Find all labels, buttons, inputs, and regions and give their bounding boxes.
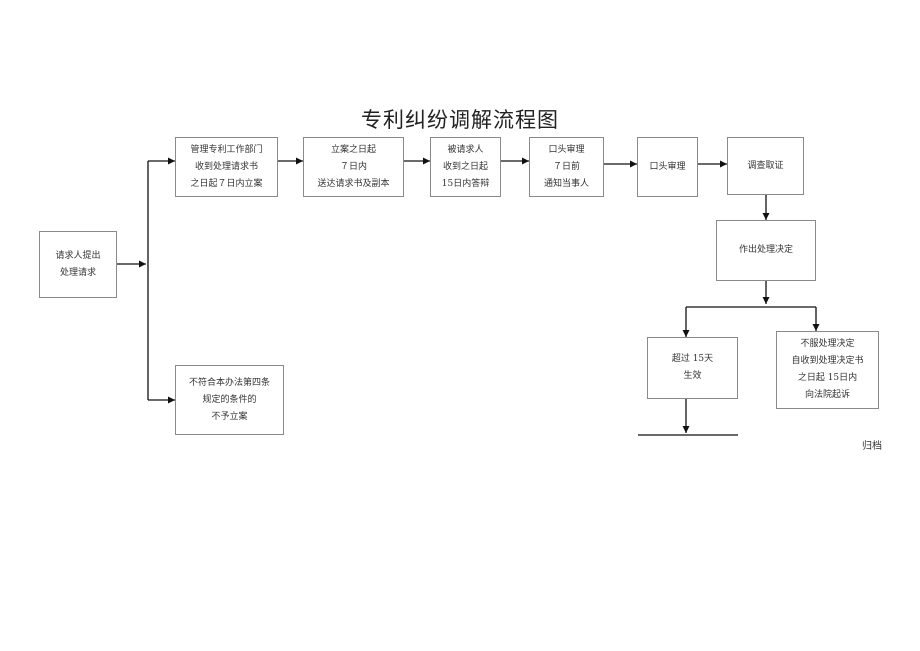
node-text: 请求人提出 bbox=[55, 250, 101, 261]
node-text: 15日内答辩 bbox=[441, 178, 490, 189]
node-text: 收到处理请求书 bbox=[194, 161, 258, 172]
node-text: 之日起７日内立案 bbox=[190, 178, 263, 189]
node-text: 送达请求书及副本 bbox=[317, 178, 390, 189]
node-text: 向法院起诉 bbox=[804, 390, 850, 400]
node-text: 通知当事人 bbox=[543, 178, 589, 189]
node-filing: 立案之日起 ７日内 送达请求书及副本 bbox=[303, 137, 404, 197]
node-text: ７日前 bbox=[552, 161, 580, 172]
node-reject: 不符合本办法第四条 规定的条件的 不予立案 bbox=[175, 365, 284, 435]
node-text: 不符合本办法第四条 bbox=[188, 377, 270, 388]
node-text: 处理请求 bbox=[59, 267, 96, 278]
node-decision: 作出处理决定 bbox=[716, 220, 816, 281]
node-oral-hearing: 口头审理 bbox=[637, 137, 698, 197]
node-text: 超过 15天 bbox=[671, 354, 714, 364]
node-notify: 口头审理 ７日前 通知当事人 bbox=[529, 137, 604, 197]
node-text: 调查取证 bbox=[747, 160, 784, 171]
node-text: 生效 bbox=[683, 371, 702, 381]
node-text: ７日内 bbox=[339, 161, 367, 172]
node-appeal: 不服处理决定 自收到处理决定书 之日起 15日内 向法院起诉 bbox=[776, 331, 879, 409]
node-text: 规定的条件的 bbox=[202, 394, 257, 405]
archive-label: 归档 bbox=[862, 441, 882, 452]
node-effective: 超过 15天 生效 bbox=[647, 337, 738, 399]
node-text: 之日起 15日内 bbox=[797, 373, 858, 383]
node-investigation: 调查取证 bbox=[727, 137, 804, 195]
node-text: 收到之日起 bbox=[442, 161, 488, 172]
node-accept: 管理专利工作部门 收到处理请求书 之日起７日内立案 bbox=[175, 137, 278, 197]
node-text: 立案之日起 bbox=[330, 144, 376, 155]
node-text: 作出处理决定 bbox=[738, 245, 793, 255]
page-title: 专利纠纷调解流程图 bbox=[361, 108, 559, 132]
node-text: 口头审理 bbox=[548, 144, 585, 155]
node-text: 自收到处理决定书 bbox=[791, 356, 864, 366]
node-text: 不予立案 bbox=[211, 411, 248, 422]
node-text: 口头审理 bbox=[649, 161, 686, 172]
node-text: 不服处理决定 bbox=[800, 339, 855, 349]
node-request: 请求人提出 处理请求 bbox=[39, 231, 117, 298]
node-text: 被请求人 bbox=[447, 144, 484, 155]
node-text: 管理专利工作部门 bbox=[190, 144, 263, 155]
node-respondent: 被请求人 收到之日起 15日内答辩 bbox=[430, 137, 501, 197]
